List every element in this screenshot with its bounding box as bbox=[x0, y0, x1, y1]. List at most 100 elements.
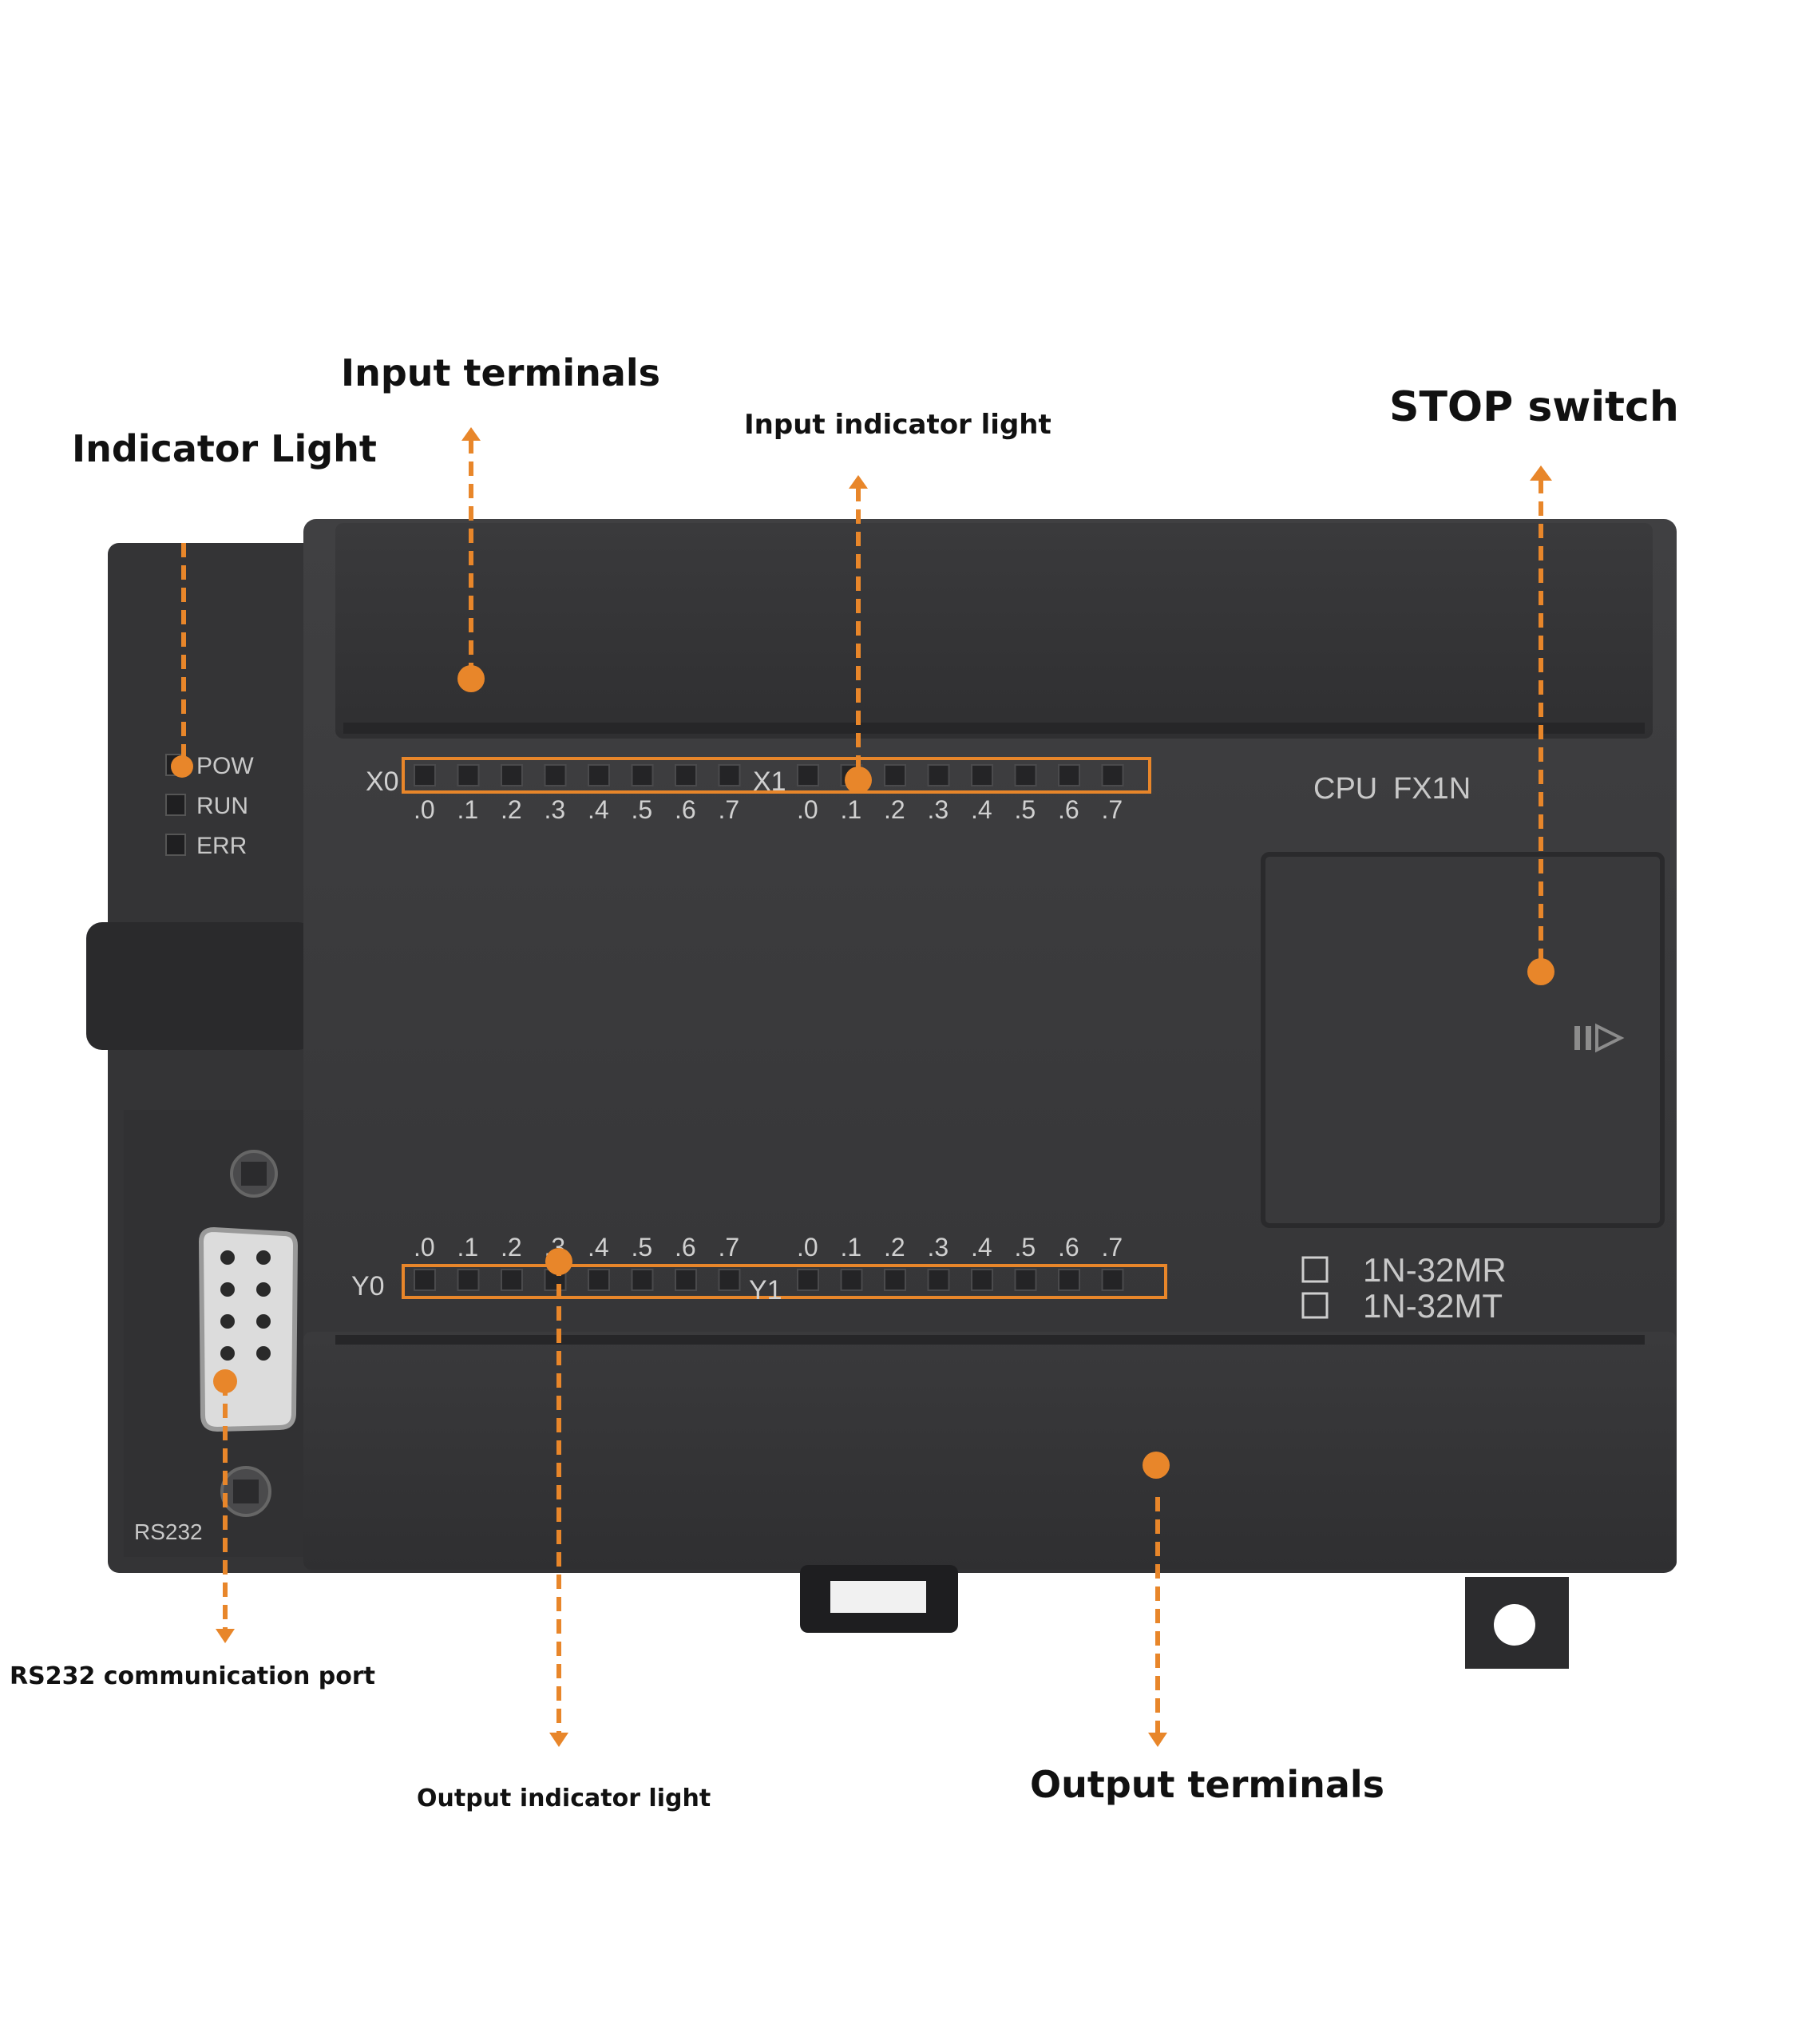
input-channel-label: .2 bbox=[884, 795, 905, 824]
input-channel-label: .1 bbox=[841, 795, 862, 824]
callout-leaders bbox=[181, 439, 1543, 1733]
input-led bbox=[1101, 764, 1124, 786]
output-channel-label: .5 bbox=[1015, 1233, 1036, 1262]
output-group-y1: Y1 bbox=[749, 1275, 782, 1305]
input-channel-label: .0 bbox=[414, 795, 435, 824]
input-channel-label: .5 bbox=[1015, 795, 1036, 824]
input-led bbox=[927, 764, 950, 786]
output-led bbox=[588, 1269, 610, 1291]
output-channel-label: .5 bbox=[632, 1233, 653, 1262]
top-terminal-cover bbox=[335, 523, 1653, 739]
db9-pin bbox=[256, 1314, 271, 1329]
output-led bbox=[631, 1269, 654, 1291]
output-channel-label: .6 bbox=[675, 1233, 696, 1262]
input-group-x0: X0 bbox=[366, 766, 399, 797]
output-channel-label: .1 bbox=[841, 1233, 862, 1262]
label-output-terminals: Output terminals bbox=[1030, 1763, 1385, 1806]
input-channel-labels: .0.1.2.3.4.5.6.7.0.1.2.3.4.5.6.7 bbox=[414, 795, 1123, 824]
db9-pin bbox=[256, 1282, 271, 1297]
output-led bbox=[1058, 1269, 1080, 1291]
input-led bbox=[884, 764, 906, 786]
output-channel-label: .6 bbox=[1058, 1233, 1079, 1262]
rs232-port-label: RS232 bbox=[134, 1519, 203, 1544]
input-channel-label: .6 bbox=[1058, 795, 1079, 824]
output-led-row bbox=[414, 1269, 1124, 1291]
output-led bbox=[1101, 1269, 1124, 1291]
output-indicator-strip bbox=[402, 1264, 1167, 1299]
input-channel-label: .3 bbox=[545, 795, 566, 824]
output-channel-label: .4 bbox=[971, 1233, 992, 1262]
left-clip bbox=[86, 922, 314, 1050]
label-rs232-port: RS232 communication port bbox=[10, 1662, 375, 1690]
input-led bbox=[544, 764, 567, 786]
status-led-label: POW bbox=[196, 753, 254, 779]
arrowhead-input-terminals bbox=[461, 427, 481, 441]
output-led bbox=[718, 1269, 741, 1291]
output-channel-label: .1 bbox=[457, 1233, 479, 1262]
input-channel-label: .4 bbox=[588, 795, 609, 824]
output-led bbox=[884, 1269, 906, 1291]
input-channel-label: .4 bbox=[971, 795, 992, 824]
output-channel-label: .3 bbox=[928, 1233, 949, 1262]
input-led bbox=[631, 764, 654, 786]
model-label: FX1N bbox=[1393, 772, 1471, 806]
db9-pin bbox=[220, 1346, 235, 1361]
input-led bbox=[1014, 764, 1037, 786]
input-channel-label: .0 bbox=[797, 795, 818, 824]
input-channel-label: .5 bbox=[632, 795, 653, 824]
db9-pin bbox=[220, 1250, 235, 1265]
label-stop-switch: STOP switch bbox=[1389, 383, 1679, 431]
output-channel-label: .2 bbox=[501, 1233, 522, 1262]
db9-pin bbox=[256, 1346, 271, 1361]
label-output-indicator-light: Output indicator light bbox=[417, 1785, 711, 1812]
dot-output-indicator bbox=[545, 1248, 572, 1275]
output-led bbox=[501, 1269, 523, 1291]
dot-stop-switch bbox=[1527, 958, 1554, 985]
output-led bbox=[927, 1269, 950, 1291]
input-led bbox=[675, 764, 697, 786]
output-channel-label: .0 bbox=[414, 1233, 435, 1262]
output-led bbox=[414, 1269, 436, 1291]
stop-switch-hatch[interactable] bbox=[1261, 852, 1665, 1228]
bottom-terminal-cover bbox=[303, 1332, 1677, 1570]
dot-output-terminals bbox=[1143, 1452, 1170, 1479]
status-led-label: ERR bbox=[196, 833, 247, 859]
input-group-x1: X1 bbox=[753, 766, 786, 797]
cpu-label: CPU bbox=[1313, 772, 1377, 806]
arrowhead-output-indicator bbox=[549, 1733, 568, 1747]
status-led-run bbox=[165, 794, 186, 816]
dot-input-indicator bbox=[845, 766, 872, 794]
label-indicator-light: Indicator Light bbox=[72, 427, 377, 470]
arrowhead-rs232 bbox=[216, 1629, 235, 1643]
output-led bbox=[1014, 1269, 1037, 1291]
dot-rs232 bbox=[213, 1369, 237, 1393]
input-led bbox=[588, 764, 610, 786]
output-group-y0: Y0 bbox=[351, 1271, 385, 1301]
input-led bbox=[1058, 764, 1080, 786]
input-indicator-strip bbox=[402, 757, 1151, 794]
input-channel-label: .7 bbox=[1102, 795, 1123, 824]
db9-pin bbox=[220, 1314, 235, 1329]
label-input-terminals: Input terminals bbox=[341, 351, 661, 394]
input-channel-label: .2 bbox=[501, 795, 522, 824]
input-channel-label: .3 bbox=[928, 795, 949, 824]
variant-mr-checkbox bbox=[1301, 1256, 1329, 1283]
input-channel-label: .1 bbox=[457, 795, 479, 824]
arrowhead-stop-switch bbox=[1530, 465, 1552, 481]
output-channel-label: .4 bbox=[588, 1233, 609, 1262]
output-led bbox=[840, 1269, 863, 1291]
hatch-arrow-icon bbox=[1574, 1023, 1625, 1053]
output-led bbox=[971, 1269, 993, 1291]
output-channel-label: .2 bbox=[884, 1233, 905, 1262]
arrowhead-output-terminals bbox=[1148, 1733, 1167, 1747]
callout-dots bbox=[171, 665, 1554, 1479]
input-led bbox=[501, 764, 523, 786]
db9-pin bbox=[256, 1250, 271, 1265]
input-led bbox=[797, 764, 819, 786]
output-led bbox=[797, 1269, 819, 1291]
input-channel-label: .6 bbox=[675, 795, 696, 824]
dot-input-terminals bbox=[457, 665, 485, 692]
dot-indicator-light bbox=[171, 755, 193, 778]
variant-mt-checkbox bbox=[1301, 1292, 1329, 1319]
